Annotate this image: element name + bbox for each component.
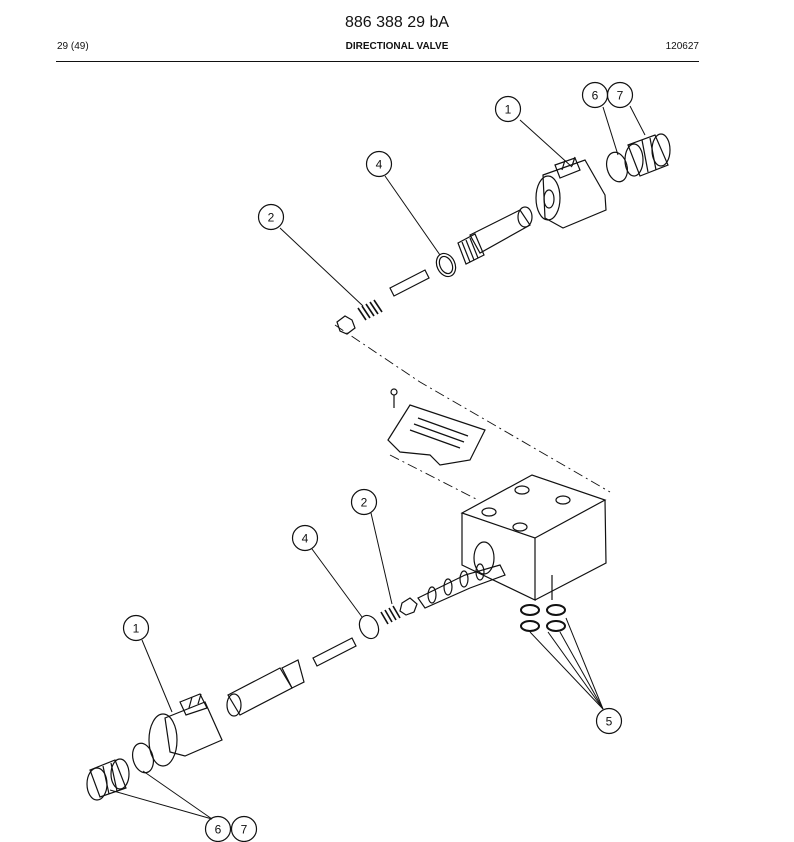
svg-text:7: 7 bbox=[617, 89, 624, 103]
solenoid-coil-top bbox=[535, 156, 607, 229]
valve-spool bbox=[417, 563, 506, 609]
push-pin-top bbox=[389, 269, 430, 297]
spring-bottom bbox=[380, 605, 401, 625]
solenoid-coil-bottom bbox=[148, 693, 223, 767]
callout-1-bottom: 1 bbox=[122, 614, 150, 642]
callout-4-bottom: 4 bbox=[291, 524, 319, 552]
port-seals bbox=[520, 604, 566, 632]
svg-text:1: 1 bbox=[133, 622, 140, 636]
callout-6-top: 6 bbox=[581, 81, 609, 109]
svg-text:1: 1 bbox=[505, 103, 512, 117]
svg-text:6: 6 bbox=[215, 823, 222, 837]
leader-lines bbox=[109, 105, 646, 820]
callout-2-bottom: 2 bbox=[350, 488, 378, 516]
svg-text:4: 4 bbox=[376, 158, 383, 172]
header-divider bbox=[56, 61, 699, 62]
page-reference: 29 (49) bbox=[57, 41, 89, 52]
svg-text:2: 2 bbox=[268, 211, 275, 225]
callout-7-top: 7 bbox=[606, 81, 634, 109]
svg-text:2: 2 bbox=[361, 496, 368, 510]
bottom-solenoid-group bbox=[86, 597, 418, 801]
spring-cap-bottom bbox=[399, 597, 418, 616]
retaining-ring-top bbox=[605, 151, 629, 183]
lock-nut-top bbox=[624, 133, 671, 177]
lock-nut-bottom bbox=[86, 758, 130, 801]
callout-2-top: 2 bbox=[257, 203, 285, 231]
cover-screw bbox=[390, 388, 398, 408]
svg-text:5: 5 bbox=[606, 715, 613, 729]
o-ring-top bbox=[435, 252, 457, 278]
callout-1-top: 1 bbox=[494, 95, 522, 123]
valve-body bbox=[460, 474, 607, 601]
document-number: 886 388 29 bA bbox=[344, 14, 450, 31]
svg-text:7: 7 bbox=[241, 823, 248, 837]
cover-plate bbox=[387, 404, 486, 466]
o-ring-top-inner bbox=[438, 255, 454, 275]
svg-text:4: 4 bbox=[302, 532, 309, 546]
callout-4-top: 4 bbox=[365, 150, 393, 178]
armature-tube-top bbox=[457, 206, 533, 265]
spring-cap-top bbox=[336, 315, 356, 335]
push-pin-bottom bbox=[312, 637, 357, 667]
assembly-centerlines bbox=[334, 324, 611, 501]
callout-6-bottom: 6 bbox=[204, 815, 232, 842]
svg-text:6: 6 bbox=[592, 89, 599, 103]
callout-5: 5 bbox=[595, 707, 623, 735]
page-title: DIRECTIONAL VALVE bbox=[345, 41, 449, 52]
spring-top bbox=[357, 299, 383, 321]
top-solenoid-group bbox=[336, 133, 671, 335]
date-code: 120627 bbox=[665, 41, 699, 52]
retaining-ring-bottom bbox=[131, 742, 155, 774]
armature-tube-bottom bbox=[226, 659, 305, 717]
o-ring-bottom bbox=[358, 614, 380, 640]
callout-7-bottom: 7 bbox=[230, 815, 258, 842]
